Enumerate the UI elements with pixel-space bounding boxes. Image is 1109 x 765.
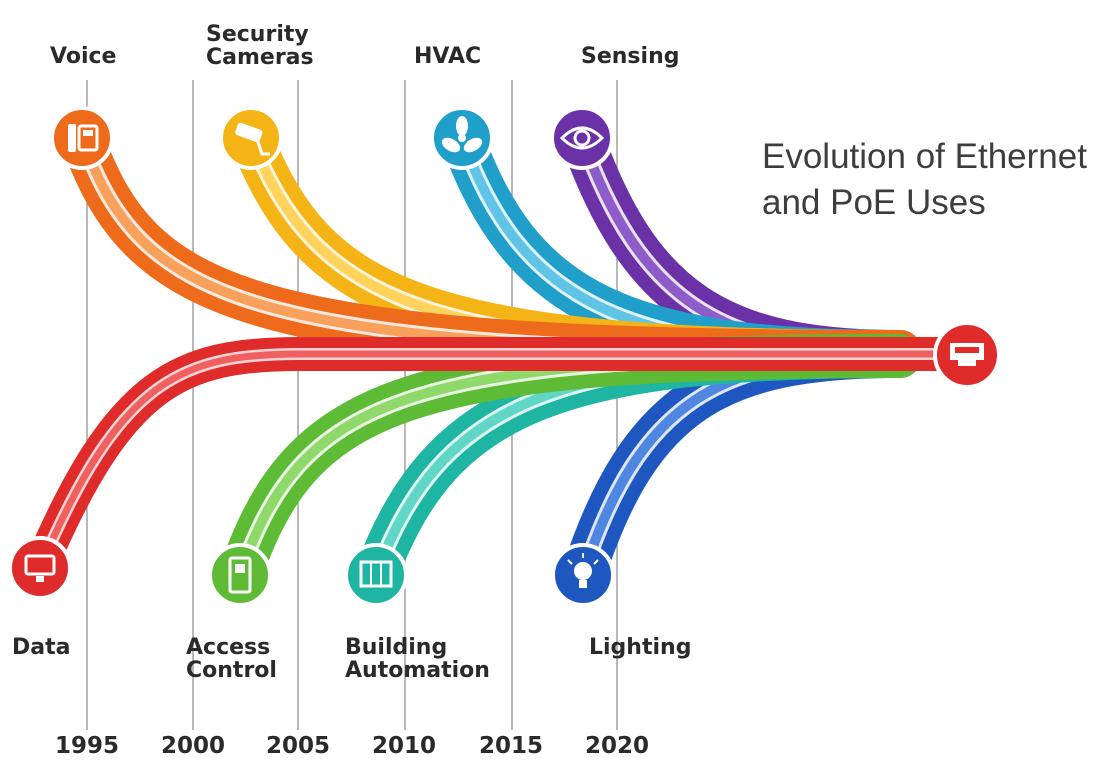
year-label-2000: 2000: [161, 733, 226, 759]
label-security-cameras: Security Cameras: [206, 23, 314, 69]
label-voice: Voice: [50, 45, 116, 68]
label-building-automation-line-1: Building: [345, 635, 448, 660]
label-access-control-line-2: Control: [186, 658, 277, 683]
eye-icon: [550, 106, 614, 170]
label-hvac-line-1: HVAC: [414, 44, 482, 69]
label-lighting-line-1: Lighting: [589, 635, 692, 660]
telephone-icon: [50, 106, 114, 170]
year-label-2015: 2015: [479, 733, 544, 759]
ribbon-data: [23, 337, 982, 585]
label-security-cameras-line-2: Cameras: [206, 45, 314, 70]
fan-icon: [430, 106, 494, 170]
label-sensing-line-1: Sensing: [581, 44, 680, 69]
security-camera-icon: [219, 106, 283, 170]
label-building-automation: Building Automation: [345, 636, 490, 682]
label-access-control: Access Control: [186, 636, 277, 682]
label-data-line-1: Data: [12, 635, 71, 660]
diagram-title: Evolution of Ethernet and PoE Uses: [762, 134, 1102, 226]
label-sensing: Sensing: [581, 45, 679, 68]
year-label-2005: 2005: [266, 733, 331, 759]
ethernet-port-icon: [933, 321, 1001, 389]
title-line-2: and PoE Uses: [762, 183, 986, 222]
title-line-1: Evolution of Ethernet: [762, 137, 1087, 176]
label-voice-line-1: Voice: [50, 44, 117, 69]
year-label-2010: 2010: [372, 733, 437, 759]
label-hvac: HVAC: [414, 45, 481, 68]
year-label-1995: 1995: [55, 733, 120, 759]
label-data: Data: [12, 636, 70, 659]
label-security-cameras-line-1: Security: [206, 22, 309, 47]
label-lighting: Lighting: [589, 636, 691, 659]
label-access-control-line-1: Access: [186, 635, 271, 660]
ribbon-access-control: [218, 334, 922, 597]
lightbulb-icon: [551, 543, 615, 607]
access-control-icon: [208, 543, 272, 607]
year-label-2020: 2020: [585, 733, 650, 759]
label-building-automation-line-2: Automation: [345, 658, 490, 683]
building-icon: [344, 543, 408, 607]
monitor-icon: [8, 536, 72, 600]
